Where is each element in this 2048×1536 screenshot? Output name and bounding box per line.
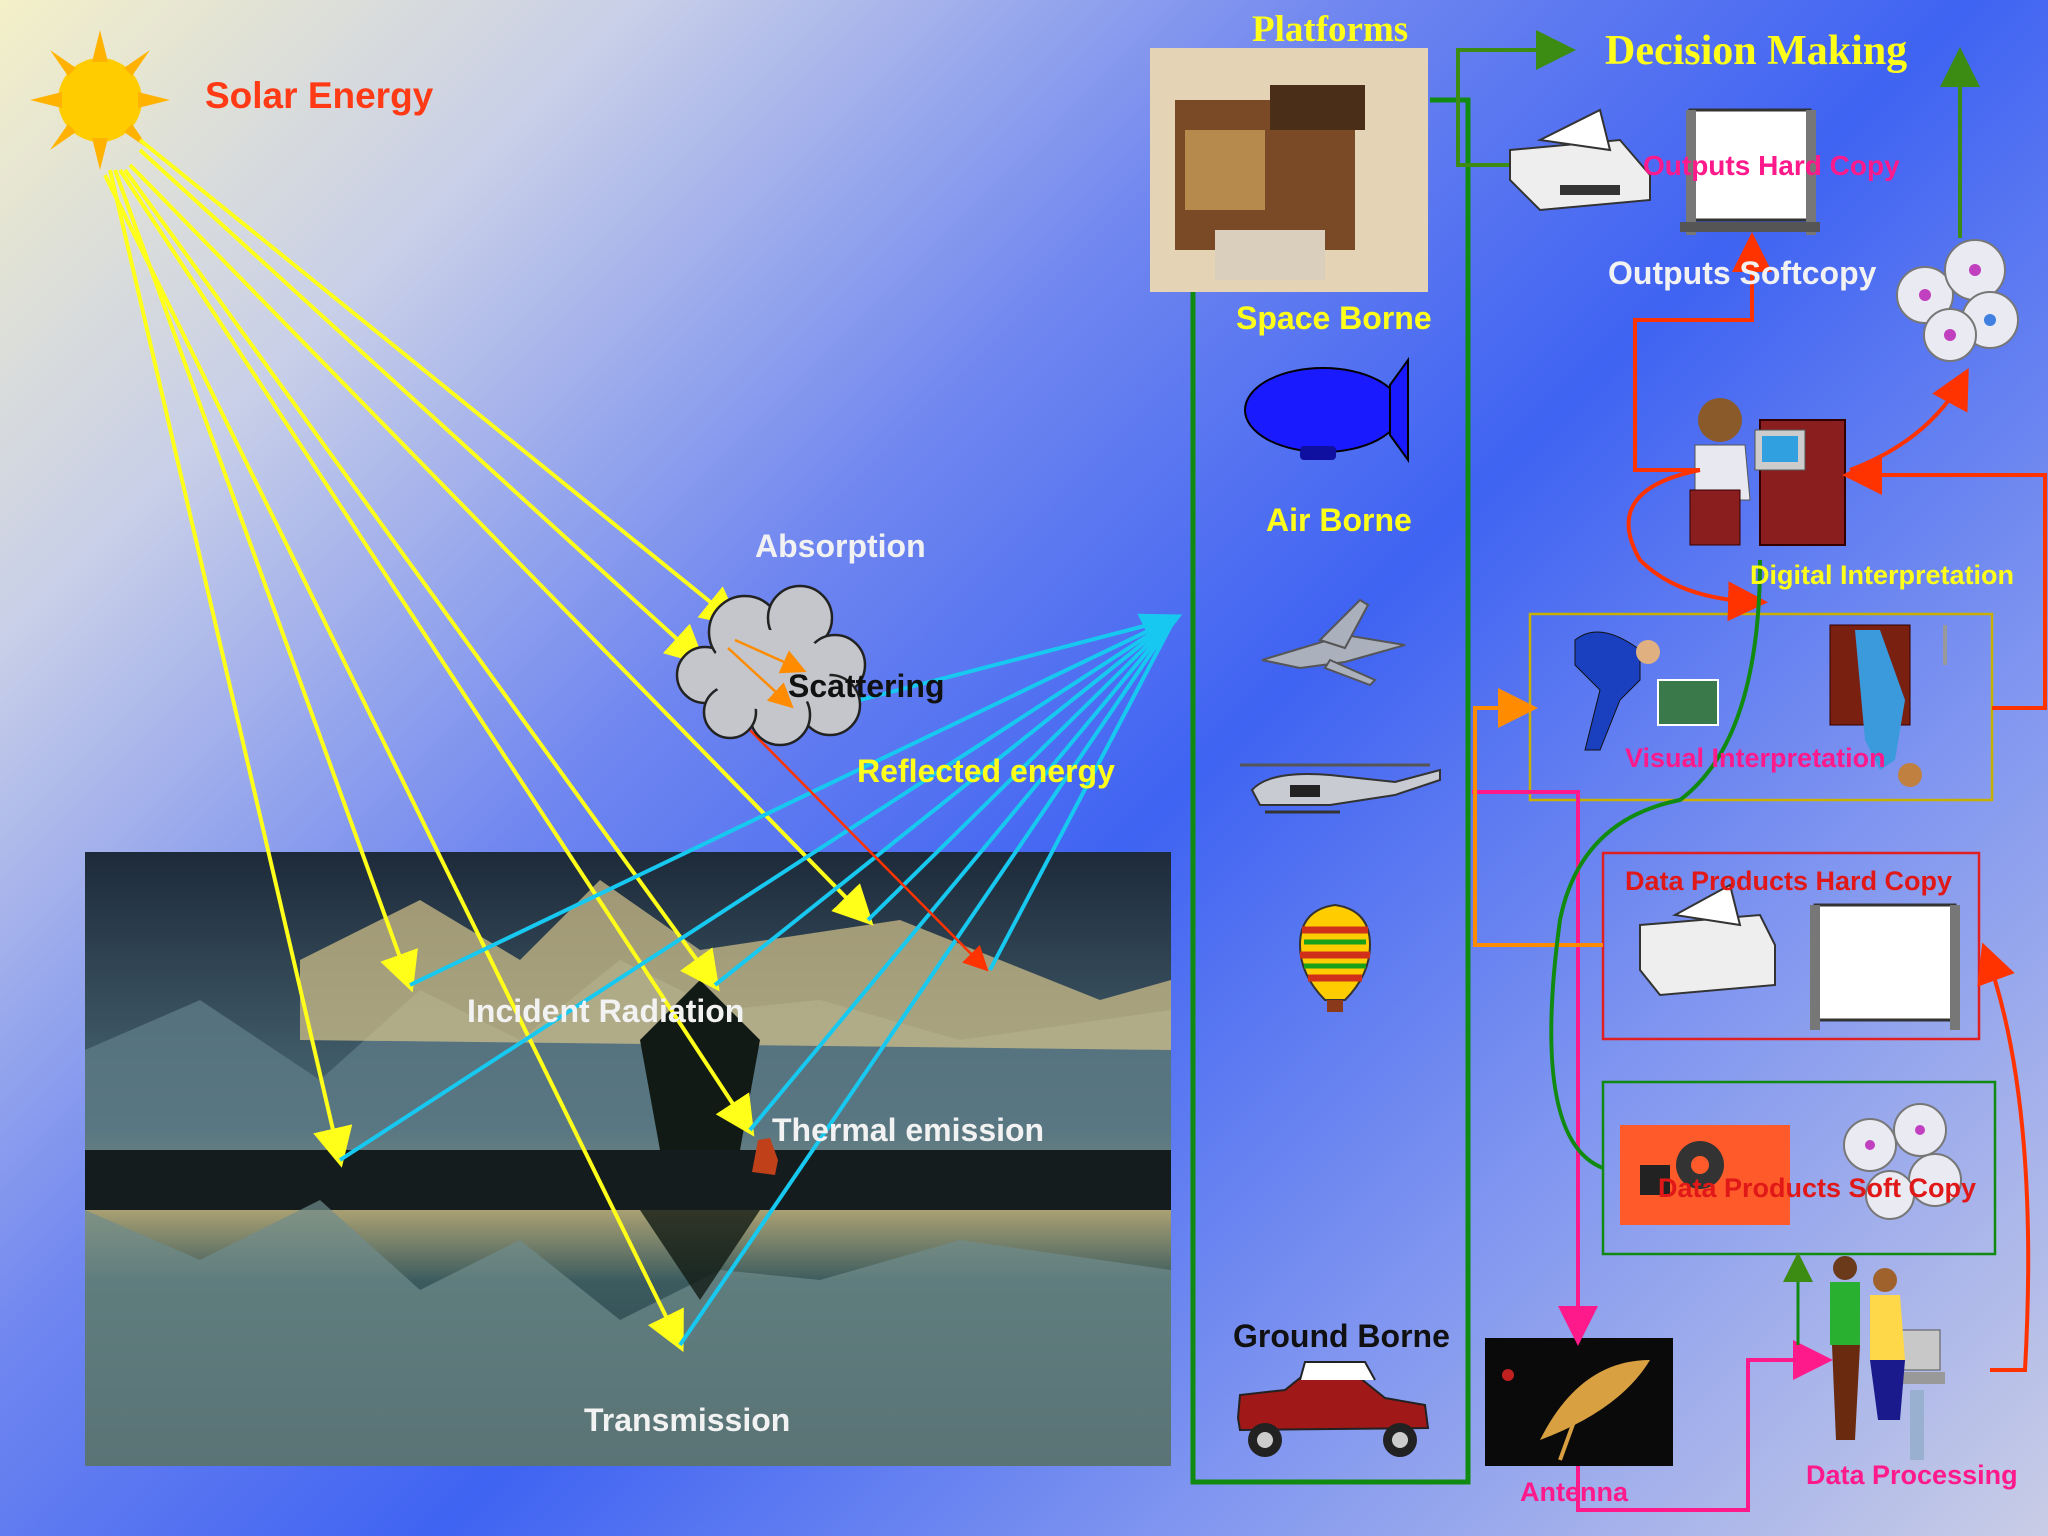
visual-interpretation-figures xyxy=(1574,624,1947,787)
antenna-photo xyxy=(1485,1338,1673,1466)
thermal-emission-label: Thermal emission xyxy=(772,1112,1045,1148)
outputs-softcopy-label: Outputs Softcopy xyxy=(1608,255,1877,291)
visual-interpretation-label: Visual Interpretation xyxy=(1625,743,1886,773)
data-products-hard-copy-label: Data Products Hard Copy xyxy=(1625,866,1953,896)
platforms-title: Platforms xyxy=(1252,9,1409,50)
decision-making-title: Decision Making xyxy=(1605,28,1908,74)
data-products-soft-copy-label: Data Products Soft Copy xyxy=(1658,1173,1977,1203)
data-processing-figure xyxy=(1830,1256,1945,1460)
reflected-rays xyxy=(338,613,1183,1347)
space-borne-label: Space Borne xyxy=(1236,300,1432,336)
cloud-icon xyxy=(675,584,867,747)
absorption-label: Absorption xyxy=(755,528,926,564)
data-products-soft-copy-icons xyxy=(1620,1103,1962,1225)
incident-rays xyxy=(103,138,874,1353)
helicopter-icon xyxy=(1240,763,1441,814)
outputs-hard-copy-label: Outputs Hard Copy xyxy=(1643,150,1900,181)
air-borne-label: Air Borne xyxy=(1266,502,1412,538)
ground-borne-label: Ground Borne xyxy=(1233,1318,1450,1354)
balloon-icon xyxy=(1298,903,1372,1012)
antenna-label: Antenna xyxy=(1520,1477,1628,1507)
data-processing-label: Data Processing xyxy=(1806,1460,2018,1490)
satellite-photo xyxy=(1150,48,1428,292)
blimp-icon xyxy=(1244,356,1409,464)
flow-arrows xyxy=(1472,47,2047,1512)
animal-icon xyxy=(752,1138,778,1175)
digital-interpretation-figure xyxy=(1689,398,1846,546)
sun-icon xyxy=(30,30,170,170)
data-products-hard-copy-icons xyxy=(1639,883,1960,1030)
car-icon xyxy=(1236,1361,1430,1457)
cd-stack-icon xyxy=(1896,239,2019,362)
incident-radiation-label: Incident Radiation xyxy=(467,993,745,1029)
digital-interpretation-label: Digital Interpretation xyxy=(1750,560,2015,590)
solar-energy-label: Solar Energy xyxy=(205,75,434,116)
scattering-label: Scattering xyxy=(788,668,945,704)
reflected-energy-label: Reflected energy xyxy=(857,753,1115,789)
plotter-icon xyxy=(1680,108,1820,235)
platform-frame xyxy=(1190,30,1576,1485)
transmission-label: Transmission xyxy=(584,1402,791,1438)
jet-icon xyxy=(1261,598,1406,687)
printer-icon xyxy=(1509,108,1651,212)
emission-arrow xyxy=(739,719,989,972)
